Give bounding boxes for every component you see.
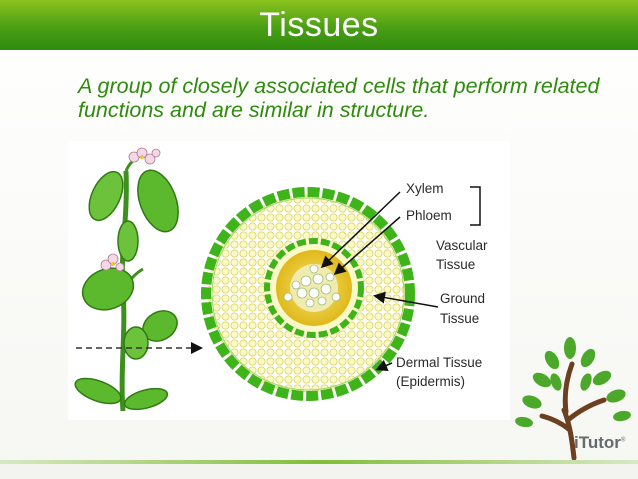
footer-divider: [0, 460, 638, 464]
tissue-figure: Xylem Phloem Vascular Tissue Ground Tiss…: [68, 141, 510, 420]
stem-cross-section-illustration: [74, 147, 481, 412]
definition-text: A group of closely associated cells that…: [78, 74, 600, 122]
label-xylem: Xylem: [406, 181, 444, 196]
label-dermal-2: (Epidermis): [396, 374, 466, 389]
logo-brand: iTutor®: [574, 433, 625, 453]
title-bar: Tissues: [0, 0, 638, 50]
logo-trademark: ®: [620, 437, 626, 444]
footer-strip: [0, 464, 638, 479]
label-vascular-2: Tissue: [436, 257, 476, 272]
logo-brand-text: iTutor: [574, 433, 621, 452]
slide-title: Tissues: [259, 6, 379, 44]
label-ground-1: Ground: [440, 291, 486, 306]
stem-cross-section-icon: [201, 186, 481, 401]
label-ground-2: Tissue: [440, 311, 480, 326]
label-phloem: Phloem: [406, 208, 452, 223]
plant-illustration: [74, 147, 203, 412]
tree-icon: [515, 337, 631, 461]
itutor-logo: [512, 330, 634, 461]
label-vascular-1: Vascular: [436, 238, 488, 253]
label-dermal-1: Dermal Tissue: [396, 355, 483, 370]
